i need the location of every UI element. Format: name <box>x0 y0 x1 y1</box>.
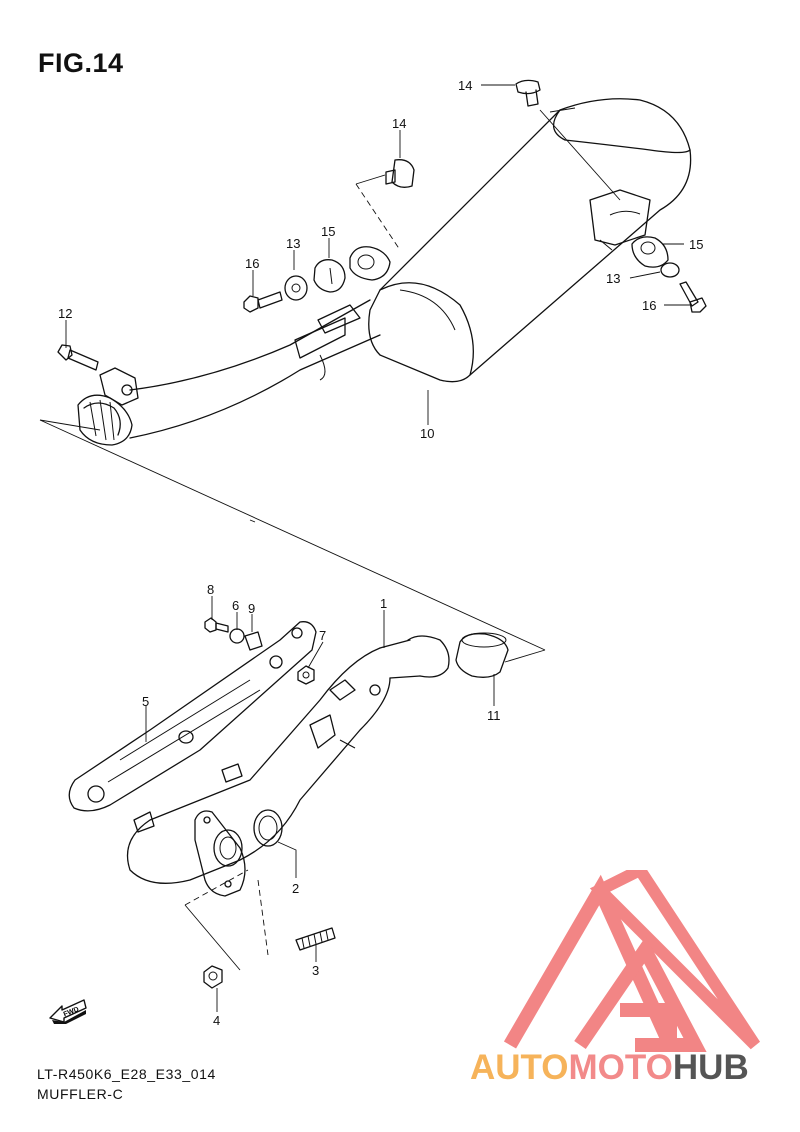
automotohub-logo: AUTOMOTOHUB <box>470 862 800 1132</box>
callout-15-right: 15 <box>689 237 703 252</box>
grommet-part-15-right[interactable] <box>631 236 669 268</box>
callout-6: 6 <box>232 598 239 613</box>
callout-labels: 1 2 3 4 5 6 7 8 9 10 11 12 13 13 14 14 1… <box>58 78 703 1028</box>
logo-triangle-icon <box>503 862 761 1052</box>
callout-14-top: 14 <box>458 78 472 93</box>
callout-16-left: 16 <box>245 256 259 271</box>
callout-9: 9 <box>248 601 255 616</box>
bolt-part-16-left[interactable] <box>243 291 283 313</box>
collar-part-9[interactable] <box>244 631 263 651</box>
gasket-part-11[interactable] <box>455 632 509 678</box>
callout-11: 11 <box>487 708 501 723</box>
bolt-part-12[interactable] <box>57 344 99 371</box>
callout-13-left: 13 <box>286 236 300 251</box>
stud-part-3[interactable] <box>295 927 336 951</box>
dashed-leaders <box>184 174 401 971</box>
forward-arrow-icon: FWD <box>49 999 87 1024</box>
logo-part-auto: AUTO <box>470 1048 569 1087</box>
bracket-part-5[interactable] <box>68 621 317 812</box>
callout-2: 2 <box>292 881 299 896</box>
logo-part-hub: HUB <box>672 1048 749 1087</box>
callout-3: 3 <box>312 963 319 978</box>
logo-wordmark: AUTOMOTOHUB <box>470 1048 800 1088</box>
exhaust-pipe-part-1[interactable] <box>126 635 450 897</box>
figure-title: FIG.14 <box>38 48 124 78</box>
callout-5: 5 <box>142 694 149 709</box>
washer-part-13-left[interactable] <box>284 275 308 301</box>
nut-part-7[interactable] <box>297 665 315 685</box>
gasket-part-2[interactable] <box>253 809 283 847</box>
callout-12: 12 <box>58 306 72 321</box>
callout-1: 1 <box>380 596 387 611</box>
logo-part-moto: MOTO <box>568 1048 673 1087</box>
guide-lines <box>39 419 546 663</box>
washer-part-13-right[interactable] <box>660 262 680 278</box>
callout-7: 7 <box>319 628 326 643</box>
grommet-part-15-left[interactable] <box>313 246 391 293</box>
bolt-part-16-right[interactable] <box>679 281 707 313</box>
muffler-part-10[interactable] <box>77 98 692 446</box>
callout-14-left: 14 <box>392 116 406 131</box>
callout-16-right: 16 <box>642 298 656 313</box>
bolt-part-14-top[interactable] <box>515 79 541 107</box>
nut-part-4[interactable] <box>203 965 223 989</box>
callout-10: 10 <box>420 426 434 441</box>
callout-15-left: 15 <box>321 224 335 239</box>
washer-part-6[interactable] <box>229 628 245 644</box>
bolt-part-8[interactable] <box>204 617 229 633</box>
callout-leaders <box>65 84 690 1012</box>
callout-8: 8 <box>207 582 214 597</box>
bolt-part-14-left[interactable] <box>385 159 415 188</box>
figure-code: LT-R450K6_E28_E33_014 <box>37 1066 216 1082</box>
figure-name: MUFFLER-C <box>37 1086 124 1102</box>
callout-13-right: 13 <box>606 271 620 286</box>
callout-4: 4 <box>213 1013 220 1028</box>
